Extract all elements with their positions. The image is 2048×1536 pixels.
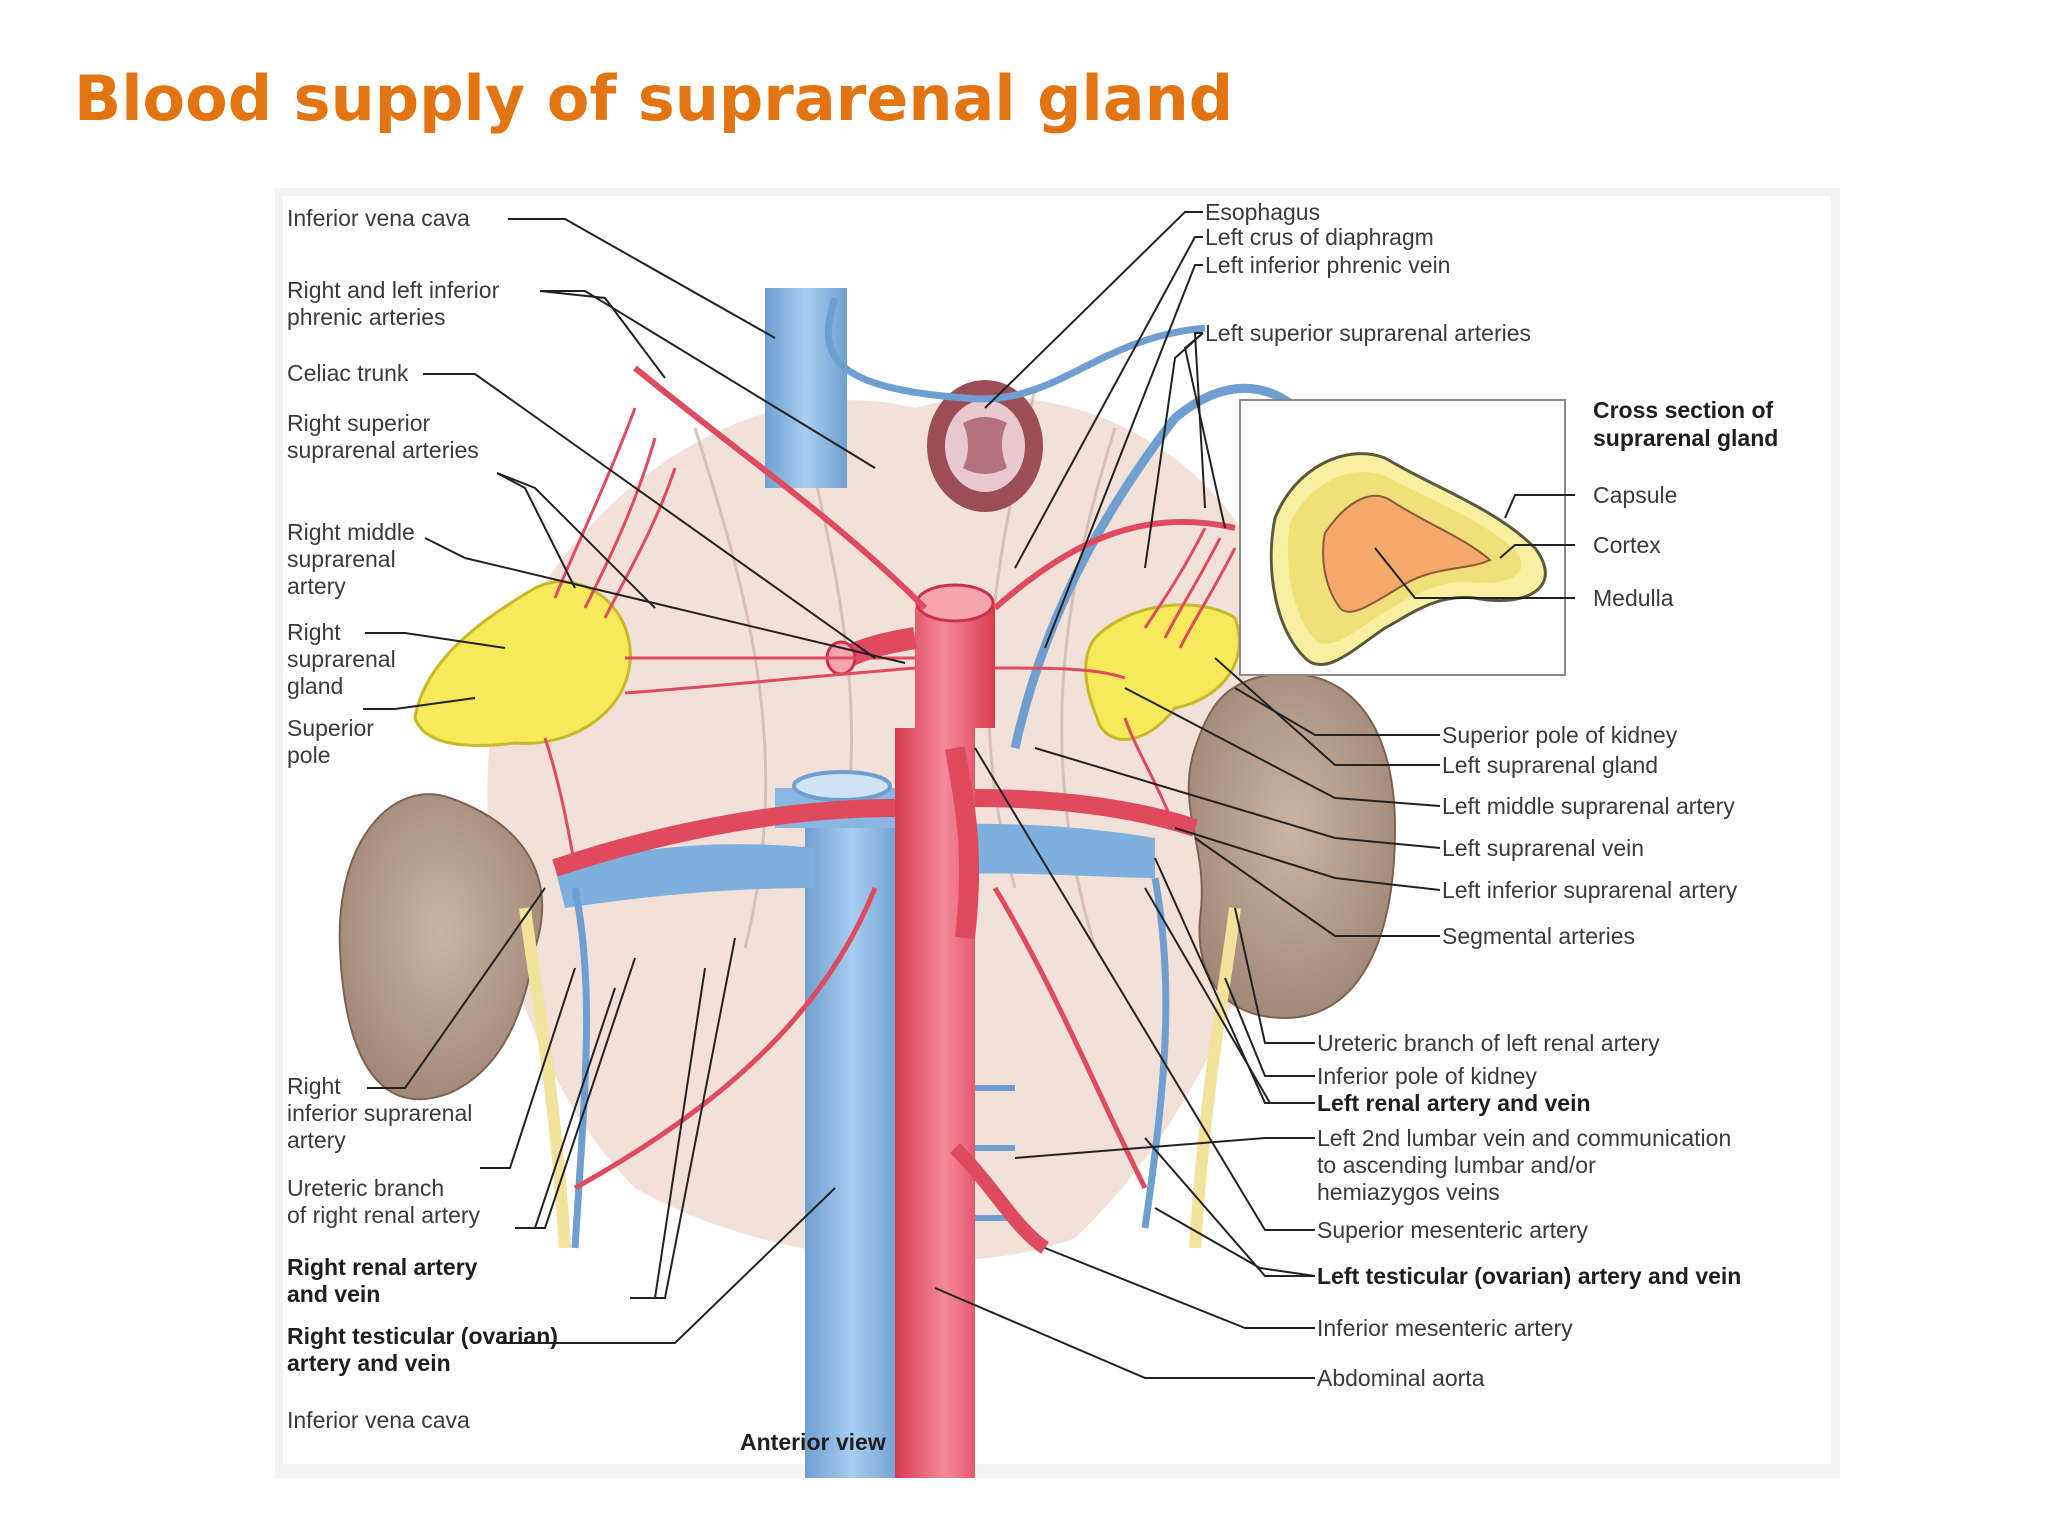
right-ureter: [519, 907, 571, 1249]
label-celiac-trunk: Celiac trunk: [287, 360, 409, 386]
inferior-mesenteric-artery: [950, 1143, 1050, 1254]
label-right-renal-artery-1: Right renal artery: [287, 1254, 478, 1280]
label-medulla: Medulla: [1593, 585, 1674, 611]
label-right-suprarenal-gland-2: suprarenal: [287, 646, 396, 672]
label-right-inferior-suprarenal-1: Right: [287, 1073, 341, 1099]
label-esophagus: Esophagus: [1205, 199, 1320, 225]
label-ivc-top: Inferior vena cava: [287, 205, 470, 231]
label-right-testicular-1: Right testicular (ovarian): [287, 1323, 558, 1349]
label-inferior-mesenteric: Inferior mesenteric artery: [1317, 1315, 1573, 1341]
anatomy-figure: Inferior vena cava Right and left inferi…: [275, 188, 1840, 1478]
label-left-2nd-lumbar-2: to ascending lumbar and/or: [1317, 1152, 1596, 1178]
label-superior-mesenteric: Superior mesenteric artery: [1317, 1217, 1588, 1243]
label-left-superior-suprarenal: Left superior suprarenal arteries: [1205, 320, 1531, 346]
label-left-inferior-suprarenal: Left inferior suprarenal artery: [1442, 877, 1738, 903]
label-phrenic-arteries-1: Right and left inferior: [287, 277, 500, 303]
label-right-inferior-suprarenal-2: inferior suprarenal: [287, 1100, 472, 1126]
label-ureteric-branch-left: Ureteric branch of left renal artery: [1317, 1030, 1660, 1056]
label-left-middle-suprarenal: Left middle suprarenal artery: [1442, 793, 1735, 819]
label-inferior-pole-kidney: Inferior pole of kidney: [1317, 1063, 1537, 1089]
superior-mesenteric-artery: [945, 746, 980, 940]
label-left-testicular: Left testicular (ovarian) artery and vei…: [1317, 1263, 1741, 1289]
ivc-lower: [805, 788, 900, 1478]
label-right-superior-suprarenal-2: suprarenal arteries: [287, 437, 479, 463]
label-left-suprarenal-vein: Left suprarenal vein: [1442, 835, 1644, 861]
inset-medulla: [1322, 494, 1492, 613]
label-right-inferior-suprarenal-3: artery: [287, 1127, 346, 1153]
label-capsule: Capsule: [1593, 482, 1677, 508]
left-labels: Inferior vena cava Right and left inferi…: [287, 205, 558, 1433]
label-ivc-bottom: Inferior vena cava: [287, 1407, 470, 1433]
right-renal-vein: [555, 844, 815, 908]
label-superior-pole-1: Superior: [287, 715, 374, 741]
label-left-suprarenal-gland: Left suprarenal gland: [1442, 752, 1658, 778]
ivc-upper: [765, 288, 847, 488]
label-right-renal-artery-2: and vein: [287, 1281, 380, 1307]
label-right-superior-suprarenal-1: Right superior: [287, 410, 431, 436]
inset-title-2: suprarenal gland: [1593, 425, 1778, 451]
left-suprarenal-gland: [1084, 603, 1241, 741]
label-right-suprarenal-gland-1: Right: [287, 619, 341, 645]
leader-lines: [363, 211, 1575, 1379]
label-right-middle-suprarenal-1: Right middle: [287, 519, 415, 545]
label-right-testicular-2: artery and vein: [287, 1350, 451, 1376]
right-labels: Esophagus Left crus of diaphragm Left in…: [1205, 199, 1741, 1391]
label-left-2nd-lumbar-1: Left 2nd lumbar vein and communication: [1317, 1125, 1731, 1151]
label-ureteric-branch-right-1: Ureteric branch: [287, 1175, 444, 1201]
right-renal-artery: [552, 799, 896, 877]
label-right-middle-suprarenal-2: suprarenal: [287, 546, 396, 572]
anatomy-illustration: Inferior vena cava Right and left inferi…: [275, 188, 1840, 1478]
label-phrenic-arteries-2: phrenic arteries: [287, 304, 446, 330]
suprarenal-arteries: [543, 407, 1237, 869]
view-label: Anterior view: [740, 1429, 886, 1455]
inset-title-1: Cross section of: [1593, 397, 1774, 423]
left-inferior-phrenic-artery: [993, 519, 1236, 611]
label-left-crus: Left crus of diaphragm: [1205, 224, 1434, 250]
label-left-renal-artery-vein: Left renal artery and vein: [1317, 1090, 1591, 1116]
label-right-middle-suprarenal-3: artery: [287, 573, 346, 599]
label-superior-pole-2: pole: [287, 742, 330, 768]
label-segmental-arteries: Segmental arteries: [1442, 923, 1635, 949]
label-cortex: Cortex: [1593, 532, 1661, 558]
label-abdominal-aorta: Abdominal aorta: [1317, 1365, 1485, 1391]
label-left-2nd-lumbar-3: hemiazygos veins: [1317, 1179, 1500, 1205]
slide-title: Blood supply of suprarenal gland: [74, 62, 1234, 135]
left-ureter: [1189, 907, 1241, 1249]
right-suprarenal-gland: [413, 580, 632, 747]
label-superior-pole-kidney: Superior pole of kidney: [1442, 722, 1678, 748]
label-left-inferior-phrenic-vein: Left inferior phrenic vein: [1205, 252, 1450, 278]
right-inferior-phrenic-artery: [633, 365, 928, 611]
diaphragm-crura: [693, 387, 1117, 949]
left-suprarenal-vein: [1010, 383, 1319, 749]
inset-labels: Cross section of suprarenal gland Capsul…: [1593, 397, 1778, 611]
label-ureteric-branch-right-2: of right renal artery: [287, 1202, 481, 1228]
label-right-suprarenal-gland-3: gland: [287, 673, 343, 699]
